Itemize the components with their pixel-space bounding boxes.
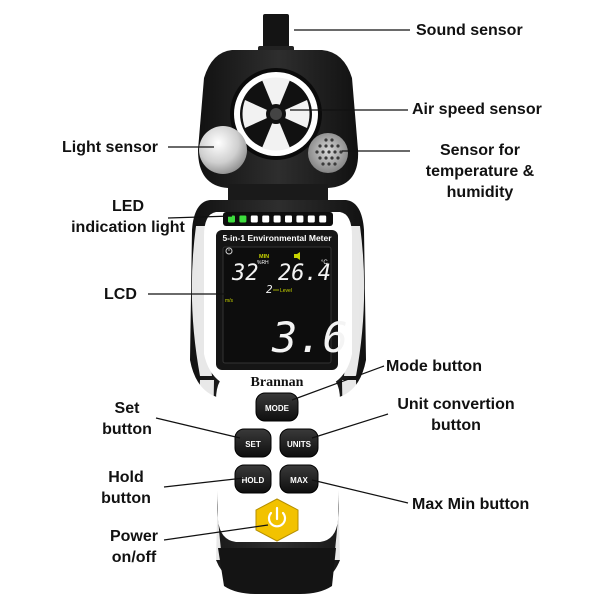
power-icon [267,506,287,528]
callout-light-sensor: Light sensor [62,139,159,156]
power-button[interactable] [255,498,299,542]
callout-temp-humidity-sensor: Sensor for temperature & humidity [425,142,535,201]
timer-icon [225,247,233,255]
left-grip [191,226,212,376]
leader-led [167,215,233,219]
lcd-screen [222,246,332,364]
callout-mode-button: Mode button [386,358,482,375]
lower-panel [216,372,340,542]
led-off [250,215,258,223]
set-button[interactable]: SET [234,428,272,458]
callout-air-speed-sensor: Air speed sensor [412,101,542,118]
set-button-label: SET [245,440,261,449]
led-on [228,215,235,223]
callout-set-button: Set button [102,400,152,438]
led-off [262,215,270,223]
brand-label: Brannan [251,375,304,390]
leader-set [155,417,241,439]
leader-units [311,413,389,439]
leader-lines [148,29,410,541]
callout-max-min-button: Max Min button [412,496,530,513]
leader-mode [291,365,385,401]
lcd-main-value: 3.6 [271,313,348,362]
bottom-foot [218,548,336,594]
units-button[interactable]: UNITS [279,428,319,458]
right-grip [344,226,365,376]
sound-indicator-icon [294,252,300,260]
max-button-label: MAX [290,476,308,485]
lcd-temperature-value: 26.4 [278,261,331,286]
hold-button-label: HOLD [242,476,265,485]
lower-side-right [334,380,357,560]
led-off [296,215,304,223]
lcd-level-value: 2 [266,283,273,296]
callout-sound-sensor: Sound sensor [416,22,523,39]
leader-hold [163,477,245,488]
led-off [273,215,281,223]
light-dome-icon [199,126,247,174]
led-off [285,215,292,223]
lcd-level-label: Level [280,288,292,294]
callout-unit-conversion: Unit convertion button [397,396,515,434]
callout-power: Power on/off [109,528,158,566]
lcd-temperature-unit: °C [321,260,328,266]
callout-hold-button: Hold button [101,469,151,507]
lcd-humidity-value: 32 [231,261,259,286]
units-button-label: UNITS [287,440,312,449]
leader-max [311,479,409,504]
lcd-min-label: MIN [259,254,269,260]
max-button[interactable]: MAX [279,464,319,494]
callout-lcd: LCD [104,286,137,303]
callout-led-indication: LED indication light [71,198,185,236]
mode-button-label: MODE [265,404,290,413]
led-off [307,215,315,223]
lower-side-left [199,380,222,560]
mode-button[interactable]: MODE [255,392,299,422]
led-off [319,215,327,223]
led-on [239,215,247,223]
lcd-speed-unit: m/s [225,298,234,304]
lcd-humidity-unit: %RH [257,260,269,266]
sound-sensor-tube [263,14,289,54]
leader-power [163,524,269,541]
led-indicators [228,215,327,223]
model-label: 5-in-1 Environmental Meter [222,233,332,243]
fan-icon [230,68,322,160]
speaker-grille-icon [308,133,348,173]
